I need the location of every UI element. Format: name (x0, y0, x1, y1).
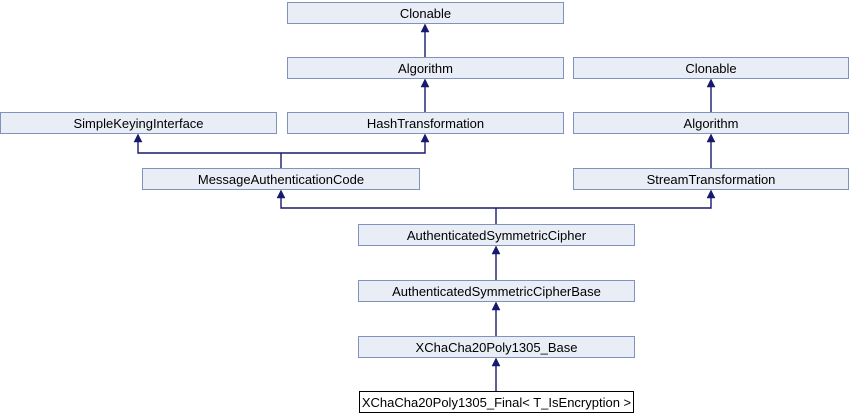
class-node-clonable-top[interactable]: Clonable (287, 2, 564, 24)
arrowhead-up-icon (491, 357, 501, 367)
class-node-authenticated-symmetric-cipher[interactable]: AuthenticatedSymmetricCipher (358, 224, 635, 246)
arrowhead-up-icon (491, 245, 501, 255)
edge-mac-parents-connector (137, 141, 426, 154)
class-node-clonable-right[interactable]: Clonable (573, 57, 849, 79)
class-node-stream-transformation[interactable]: StreamTransformation (573, 168, 849, 190)
arrowhead-up-icon (420, 133, 430, 143)
arrowhead-up-icon (276, 189, 286, 199)
arrowhead-up-icon (491, 301, 501, 311)
class-node-message-authentication-code[interactable]: MessageAuthenticationCode (142, 168, 420, 190)
class-node-simple-keying-interface[interactable]: SimpleKeyingInterface (0, 112, 277, 134)
arrowhead-up-icon (706, 78, 716, 88)
class-node-xchacha20poly1305-base[interactable]: XChaCha20Poly1305_Base (358, 336, 635, 358)
arrowhead-up-icon (706, 133, 716, 143)
class-node-algorithm-left[interactable]: Algorithm (287, 57, 564, 79)
class-node-xchacha20poly1305-final-current: XChaCha20Poly1305_Final< T_IsEncryption … (359, 391, 634, 413)
class-node-hash-transformation[interactable]: HashTransformation (287, 112, 564, 134)
arrowhead-up-icon (706, 189, 716, 199)
class-node-algorithm-right[interactable]: Algorithm (573, 112, 849, 134)
arrowhead-up-icon (133, 133, 143, 143)
edge-asc-parents-connector (280, 197, 712, 209)
class-node-authenticated-symmetric-cipher-base[interactable]: AuthenticatedSymmetricCipherBase (358, 280, 635, 302)
arrowhead-up-icon (420, 23, 430, 33)
arrowhead-up-icon (420, 78, 430, 88)
